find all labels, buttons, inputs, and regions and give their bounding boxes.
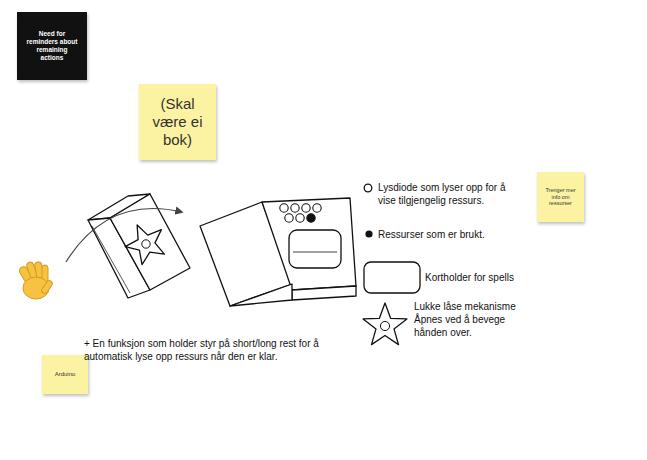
note-text: Arduino bbox=[46, 371, 84, 378]
legend-text: Kortholder for spells bbox=[425, 271, 530, 284]
open-book bbox=[200, 198, 356, 306]
motion-arrow bbox=[66, 209, 182, 262]
used-sample bbox=[365, 230, 372, 237]
legend-text: Lukke låse mekanisme Åpnes ved å bevege … bbox=[414, 300, 536, 339]
note-text: Trenger mer info om ressurser bbox=[541, 187, 581, 207]
note-text: + En funksjon som holder styr på short/l… bbox=[84, 337, 362, 363]
note-text: (Skal være ei bok) bbox=[143, 95, 213, 149]
note-text: Need for reminders about remaining actio… bbox=[25, 30, 79, 61]
sticky-note: Trenger mer info om ressurser bbox=[537, 172, 584, 222]
legend-text: Lysdiode som lyser opp for å vise tilgje… bbox=[378, 181, 518, 207]
black-sticky-note: Need for reminders about remaining actio… bbox=[17, 12, 87, 80]
star-symbol bbox=[119, 217, 171, 268]
sticky-note: (Skal være ei bok) bbox=[139, 84, 216, 160]
legend-text: Ressurser som er brukt. bbox=[378, 228, 518, 241]
hand-icon bbox=[18, 261, 53, 299]
led-symbols bbox=[280, 204, 321, 222]
led-sample bbox=[364, 184, 372, 192]
sticky-note: Arduino bbox=[42, 355, 88, 394]
cardholder-sample bbox=[364, 262, 420, 293]
star-symbol bbox=[363, 303, 407, 345]
